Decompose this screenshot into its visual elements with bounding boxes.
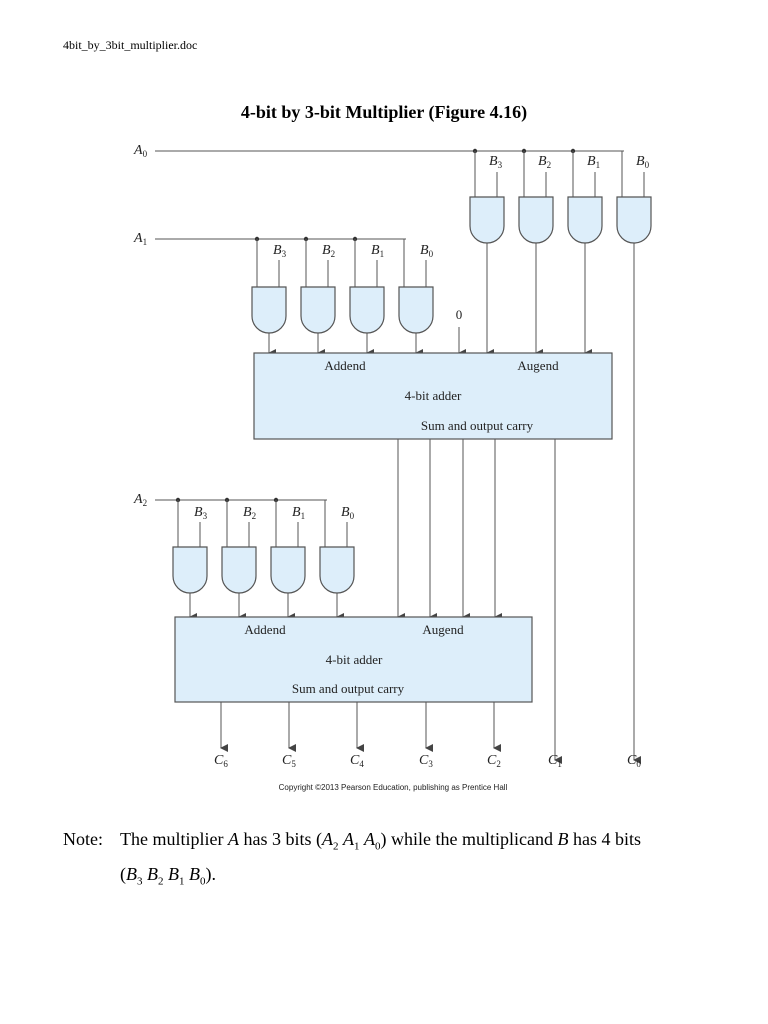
b-label: B1 xyxy=(292,505,305,521)
and-gate xyxy=(518,196,554,244)
figure-title: 4-bit by 3-bit Multiplier (Figure 4.16) xyxy=(240,102,528,122)
input-label-a1: A1 xyxy=(133,231,147,247)
and-gate xyxy=(349,286,385,334)
output-label-c2: C2 xyxy=(487,753,501,769)
b-label: B3 xyxy=(489,154,503,170)
input-label-a2: A2 xyxy=(133,492,147,508)
adder-2-output-label: Sum and output carry xyxy=(292,681,405,696)
and-gate xyxy=(270,546,306,594)
output-label-c4: C4 xyxy=(350,753,364,769)
adder-2-name: 4-bit adder xyxy=(326,652,383,667)
adder-1-augend-label: Augend xyxy=(517,358,559,373)
output-label-c3: C3 xyxy=(419,753,433,769)
adder-1-box xyxy=(253,352,613,440)
b-label: B2 xyxy=(322,243,335,259)
b-label: B0 xyxy=(420,243,434,259)
b-label: B3 xyxy=(194,505,208,521)
zero-input-label: 0 xyxy=(456,307,463,322)
and-gate xyxy=(319,546,355,594)
b-label: B1 xyxy=(371,243,384,259)
and-gate xyxy=(221,546,257,594)
input-label-a0: A0 xyxy=(133,143,148,159)
b-label: B3 xyxy=(273,243,287,259)
b-label: B1 xyxy=(587,154,600,170)
output-label-c1: C1 xyxy=(548,753,562,769)
and-gate xyxy=(172,546,208,594)
output-label-c6: C6 xyxy=(214,753,228,769)
output-label-c0: C0 xyxy=(627,753,641,769)
adder-1-addend-label: Addend xyxy=(324,358,366,373)
and-gate xyxy=(251,286,287,334)
and-gate xyxy=(300,286,336,334)
b-label: B0 xyxy=(636,154,650,170)
note-text: The multiplier A has 3 bits (A2 A1 A0) w… xyxy=(120,829,641,853)
note-text-line2: (B3 B2 B1 B0). xyxy=(120,863,216,888)
and-gate xyxy=(469,196,505,244)
adder-2-addend-label: Addend xyxy=(244,622,286,637)
document-filename: 4bit_by_3bit_multiplier.doc xyxy=(63,38,198,52)
b-label: B2 xyxy=(243,505,256,521)
adder-1-name: 4-bit adder xyxy=(405,388,462,403)
b-label: B2 xyxy=(538,154,551,170)
and-gate xyxy=(567,196,603,244)
note-paragraph: Note: The multiplier A has 3 bits (A2 A1 … xyxy=(63,826,723,895)
adder-2-box xyxy=(174,616,533,703)
b-label: B0 xyxy=(341,505,355,521)
output-label-c5: C5 xyxy=(282,753,296,769)
adder-2-augend-label: Augend xyxy=(422,622,464,637)
copyright-notice: Copyright ©2013 Pearson Education, publi… xyxy=(279,783,508,792)
adder-1-output-label: Sum and output carry xyxy=(421,418,534,433)
and-gate xyxy=(616,196,652,244)
and-gate xyxy=(398,286,434,334)
note-label: Note: xyxy=(63,829,103,849)
